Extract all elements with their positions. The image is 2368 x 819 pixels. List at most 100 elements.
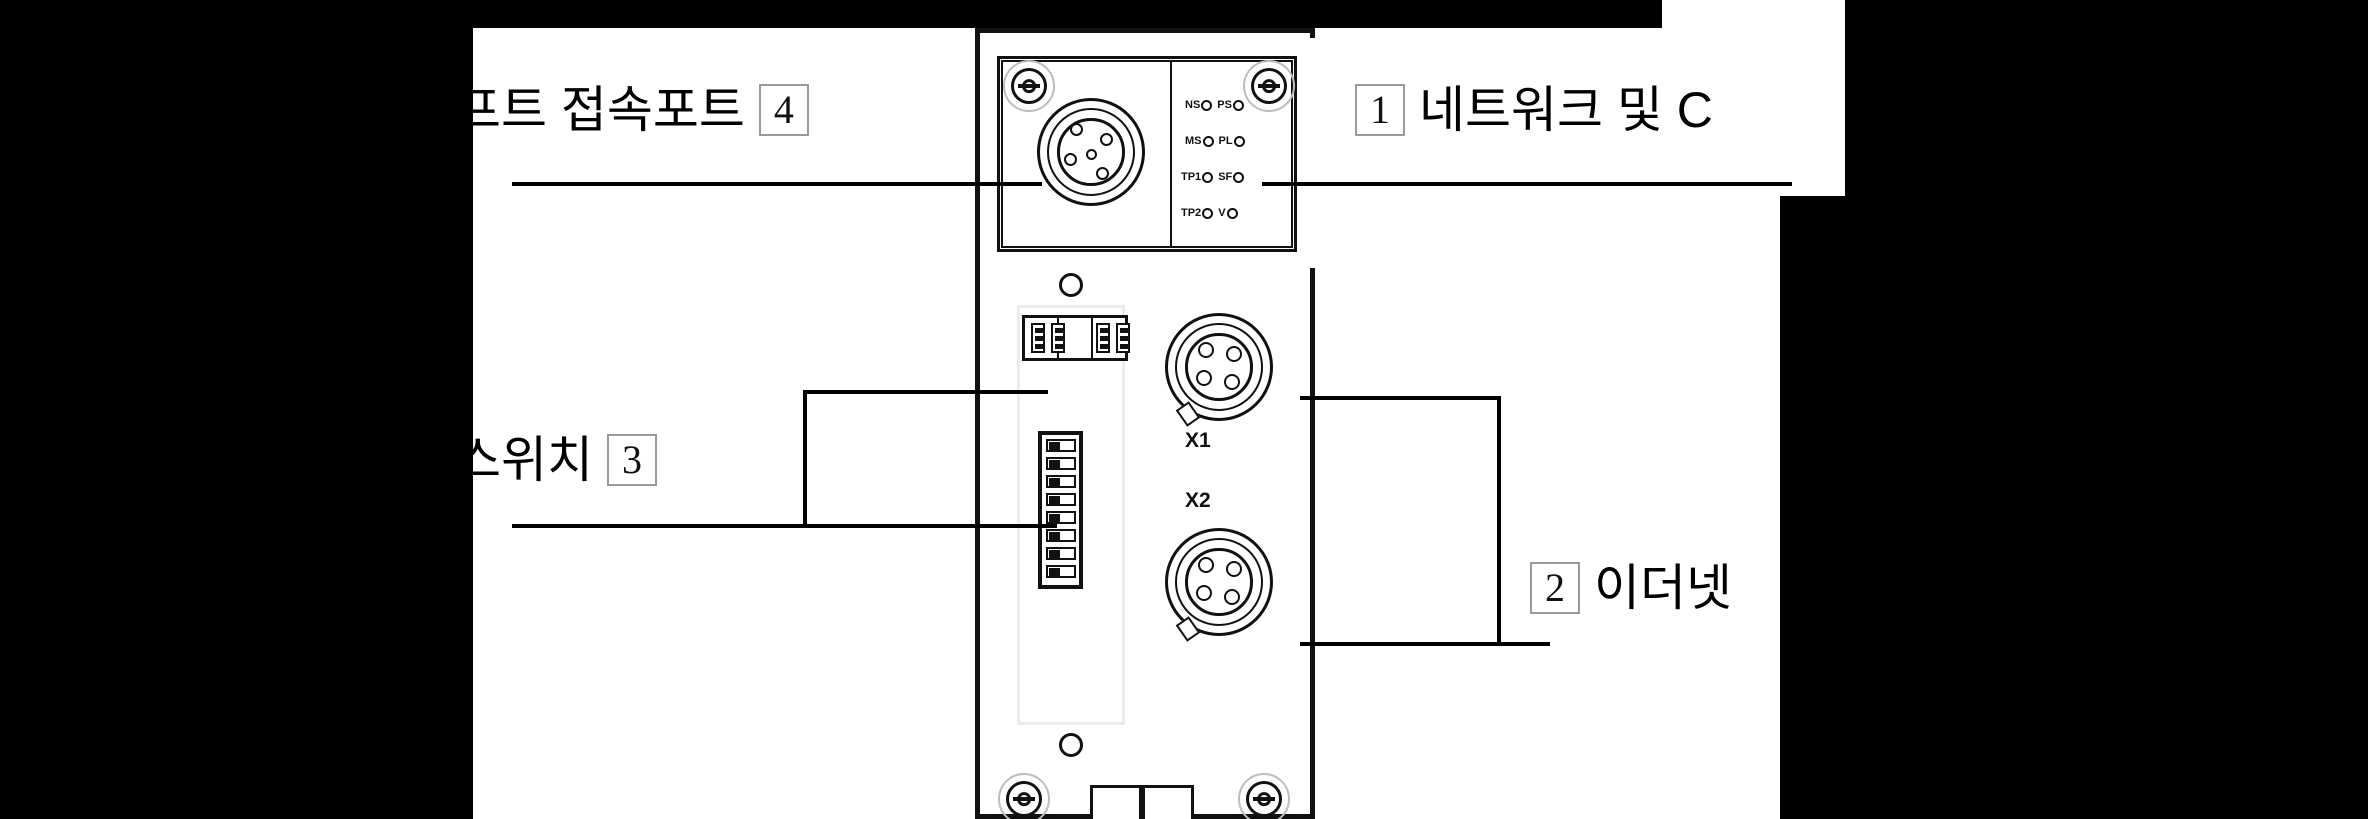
leader-line-callout-3-rotary bbox=[803, 390, 1048, 394]
led-row-1: NS PS bbox=[1185, 100, 1249, 111]
led-label-tp1: TP1 bbox=[1181, 171, 1202, 183]
leader-line-callout-4 bbox=[512, 182, 1042, 186]
dip-switch-7[interactable] bbox=[1046, 547, 1076, 560]
service-port-pin-2 bbox=[1100, 133, 1113, 146]
led-label-sf: SF bbox=[1218, 171, 1233, 183]
led-label-v: V bbox=[1218, 207, 1226, 219]
leader-line-callout-2-x1 bbox=[1300, 396, 1500, 400]
service-port-ring-outer bbox=[1047, 108, 1135, 196]
occlusion-mask-left bbox=[0, 0, 473, 819]
top-panel-outer-frame bbox=[997, 56, 1297, 252]
dip-switch-4[interactable] bbox=[1046, 493, 1076, 506]
bottom-terminal-1 bbox=[1090, 785, 1142, 819]
top-panel-divider bbox=[1170, 62, 1172, 246]
occlusion-mask-right-top bbox=[1845, 0, 2368, 196]
leader-line-callout-2-x2 bbox=[1300, 642, 1550, 646]
x1-ring-outer bbox=[1175, 323, 1263, 411]
callout-1: 1 네트워크 및 C bbox=[1355, 82, 1713, 138]
service-port-pin-3 bbox=[1064, 153, 1077, 166]
callout-3-number: 3 bbox=[607, 434, 657, 486]
leader-bracket-callout-2 bbox=[1497, 396, 1501, 646]
service-port-pin-1 bbox=[1070, 123, 1083, 136]
callout-1-text: 네트워크 및 C bbox=[1419, 82, 1713, 138]
dip-switch-bank[interactable] bbox=[1038, 431, 1083, 589]
rotary-switch-2[interactable] bbox=[1051, 323, 1065, 353]
rotary-switch-4[interactable] bbox=[1116, 323, 1130, 353]
led-label-tp2: TP2 bbox=[1181, 207, 1202, 219]
callout-1-number: 1 bbox=[1355, 84, 1405, 136]
x2-pin-4 bbox=[1224, 589, 1240, 605]
led-row-4: TP2 V bbox=[1181, 208, 1243, 219]
led-indicator-pl bbox=[1233, 136, 1245, 147]
rotary-switch-1[interactable] bbox=[1031, 323, 1045, 353]
screw-ring-top-left bbox=[1003, 60, 1055, 112]
rotary-gap bbox=[1059, 318, 1093, 358]
callout-2-number: 2 bbox=[1530, 562, 1580, 614]
x2-pin-3 bbox=[1196, 585, 1212, 601]
screw-bottom-left[interactable] bbox=[1006, 781, 1042, 817]
callout-4-number: 4 bbox=[758, 84, 809, 136]
rotary-group-1[interactable] bbox=[1025, 318, 1065, 358]
screw-ring-bottom-left bbox=[998, 773, 1050, 819]
dip-switch-1[interactable] bbox=[1046, 439, 1076, 452]
screw-top-right[interactable] bbox=[1251, 68, 1287, 104]
x1-pin-4 bbox=[1224, 374, 1240, 390]
callout-2: 2 이더넷 bbox=[1530, 560, 1732, 616]
callout-2-text: 이더넷 bbox=[1594, 560, 1732, 616]
port-label-x2: X2 bbox=[1185, 489, 1211, 512]
dip-switch-5[interactable] bbox=[1046, 511, 1076, 524]
dip-switch-3[interactable] bbox=[1046, 475, 1076, 488]
leader-bracket-callout-3 bbox=[803, 390, 807, 528]
x1-pin-1 bbox=[1198, 342, 1214, 358]
x2-ring-outer bbox=[1175, 538, 1263, 626]
screw-top-left[interactable] bbox=[1011, 68, 1047, 104]
service-port-connector[interactable] bbox=[1037, 98, 1145, 206]
rotary-switch-bank[interactable] bbox=[1022, 315, 1130, 361]
led-indicator-v bbox=[1226, 208, 1238, 219]
rotary-switch-3[interactable] bbox=[1096, 323, 1110, 353]
top-panel-inner-frame bbox=[1001, 60, 1293, 248]
led-indicator-tp1 bbox=[1202, 172, 1214, 183]
led-indicator-ms bbox=[1202, 136, 1214, 147]
port-label-x1: X1 bbox=[1185, 429, 1211, 452]
rotary-group-2[interactable] bbox=[1093, 318, 1130, 358]
ethernet-port-x1[interactable] bbox=[1165, 313, 1273, 427]
led-label-ms: MS bbox=[1185, 135, 1202, 147]
led-label-pl: PL bbox=[1218, 135, 1233, 147]
occlusion-mask-right-bottom bbox=[1780, 196, 2368, 819]
screw-ring-top-right bbox=[1243, 60, 1295, 112]
x1-ring-inner bbox=[1185, 333, 1253, 401]
x2-ring-inner bbox=[1185, 548, 1253, 616]
led-indicator-ps bbox=[1232, 100, 1244, 111]
led-row-2: MS PL bbox=[1185, 136, 1250, 147]
callout-3-text: 스위치 bbox=[455, 432, 593, 488]
dip-switch-2[interactable] bbox=[1046, 457, 1076, 470]
led-row-3: TP1 SF bbox=[1181, 172, 1249, 183]
led-indicator-tp2 bbox=[1202, 208, 1214, 219]
led-label-ps: PS bbox=[1217, 99, 1232, 111]
led-indicator-ns bbox=[1201, 100, 1213, 111]
leader-line-callout-3-dip bbox=[512, 524, 1057, 528]
x2-pin-1 bbox=[1198, 557, 1214, 573]
x1-pin-3 bbox=[1196, 370, 1212, 386]
screw-bottom-right[interactable] bbox=[1246, 781, 1282, 817]
screw-ring-bottom-right bbox=[1238, 773, 1290, 819]
x2-pin-2 bbox=[1226, 561, 1242, 577]
mounting-hole-bottom bbox=[1059, 733, 1083, 757]
x1-pin-2 bbox=[1226, 346, 1242, 362]
service-port-ring-inner bbox=[1057, 118, 1125, 186]
mounting-hole-top bbox=[1059, 273, 1083, 297]
leader-line-callout-1 bbox=[1262, 182, 1792, 186]
callout-4: 프트 접속포트 4 bbox=[455, 82, 809, 138]
occlusion-mask-top bbox=[0, 0, 1662, 28]
ethernet-port-x2[interactable] bbox=[1165, 528, 1273, 642]
led-indicator-sf bbox=[1233, 172, 1245, 183]
device-front-panel: NS PS MS PL TP1 SF TP2 V bbox=[975, 28, 1315, 819]
top-panel: NS PS MS PL TP1 SF TP2 V bbox=[985, 38, 1315, 268]
led-label-ns: NS bbox=[1185, 99, 1201, 111]
dip-switch-6[interactable] bbox=[1046, 529, 1076, 542]
service-port-pin-5 bbox=[1096, 167, 1109, 180]
callout-4-text: 프트 접속포트 bbox=[455, 82, 745, 138]
dip-switch-8[interactable] bbox=[1046, 565, 1076, 578]
